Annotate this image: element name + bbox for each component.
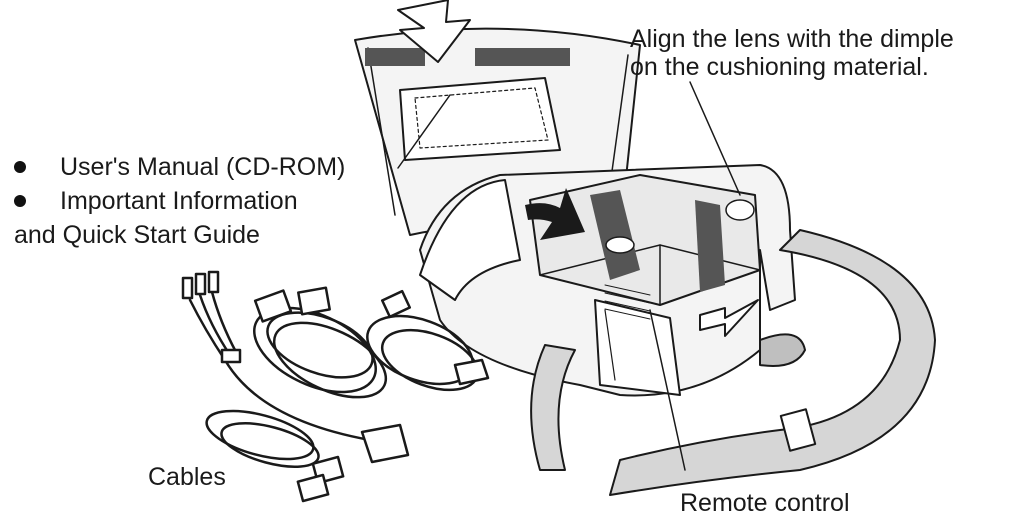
bullet-icon	[14, 161, 26, 173]
bullet-icon	[14, 195, 26, 207]
important-label: Important Information	[14, 186, 298, 216]
important-label-line2: and Quick Start Guide	[14, 220, 260, 250]
lens-label-line2: on the cushioning material.	[630, 52, 929, 82]
manual-label-text: User's Manual (CD-ROM)	[60, 152, 345, 182]
manual-label: User's Manual (CD-ROM)	[14, 152, 345, 182]
important-label-text: Important Information	[60, 186, 298, 216]
cables-label: Cables	[148, 462, 226, 492]
remote-label: Remote control	[680, 488, 850, 518]
lens-label-line1: Align the lens with the dimple	[630, 24, 954, 54]
velcro-strip	[365, 48, 425, 66]
velcro-strip	[475, 48, 570, 66]
